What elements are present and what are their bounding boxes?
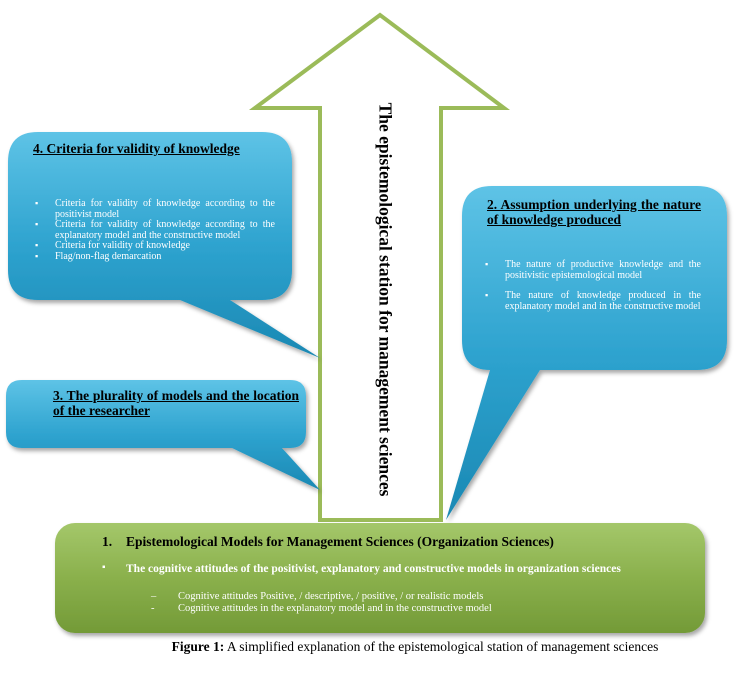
list-item: The nature of productive knowledge and t… [483,259,701,281]
box4-title: 4. Criteria for validity of knowledge [33,141,240,156]
callout-box-3 [6,380,320,490]
sub-item-text: Cognitive attitudes Positive, / descript… [178,591,484,602]
box1-bullet: The cognitive attitudes of the positivis… [102,563,694,575]
sub-item: Cognitive attitudes in the explanatory m… [145,603,665,615]
upward-arrow [248,12,510,522]
list-item: Criteria for validity of knowledge accor… [33,198,275,220]
list-item: Flag/non-flag demarcation [33,251,275,263]
box1-number: 1. [102,534,113,549]
box1-sublist: Cognitive attitudes Positive, / descript… [145,591,665,615]
sub-item-text: Cognitive attitudes in the explanatory m… [178,602,492,614]
caption-text: A simplified explanation of the epistemo… [226,639,659,654]
figure-caption: Figure 1: A simplified explanation of th… [110,639,720,655]
box4-list: Criteria for validity of knowledge accor… [33,198,275,263]
box2-list: The nature of productive knowledge and t… [483,259,701,312]
list-item: Criteria for validity of knowledge [33,240,275,252]
arrow-label: The epistemological station for manageme… [375,102,396,497]
box2-title: 2. Assumption underlying the nature of k… [487,197,701,228]
box1-title: 1. Epistemological Models for Management … [102,534,692,550]
list-item: The nature of knowledge produced in the … [483,290,701,312]
sub-item: Cognitive attitudes Positive, / descript… [145,591,665,603]
box3-title: 3. The plurality of models and the locat… [53,388,299,419]
caption-label: Figure 1: [171,639,225,654]
list-item: Criteria for validity of knowledge accor… [33,219,275,241]
box1-bullet-text: The cognitive attitudes of the positivis… [126,563,621,575]
callout-box-2 [446,186,727,520]
box1-title-text: Epistemological Models for Management Sc… [126,534,554,549]
